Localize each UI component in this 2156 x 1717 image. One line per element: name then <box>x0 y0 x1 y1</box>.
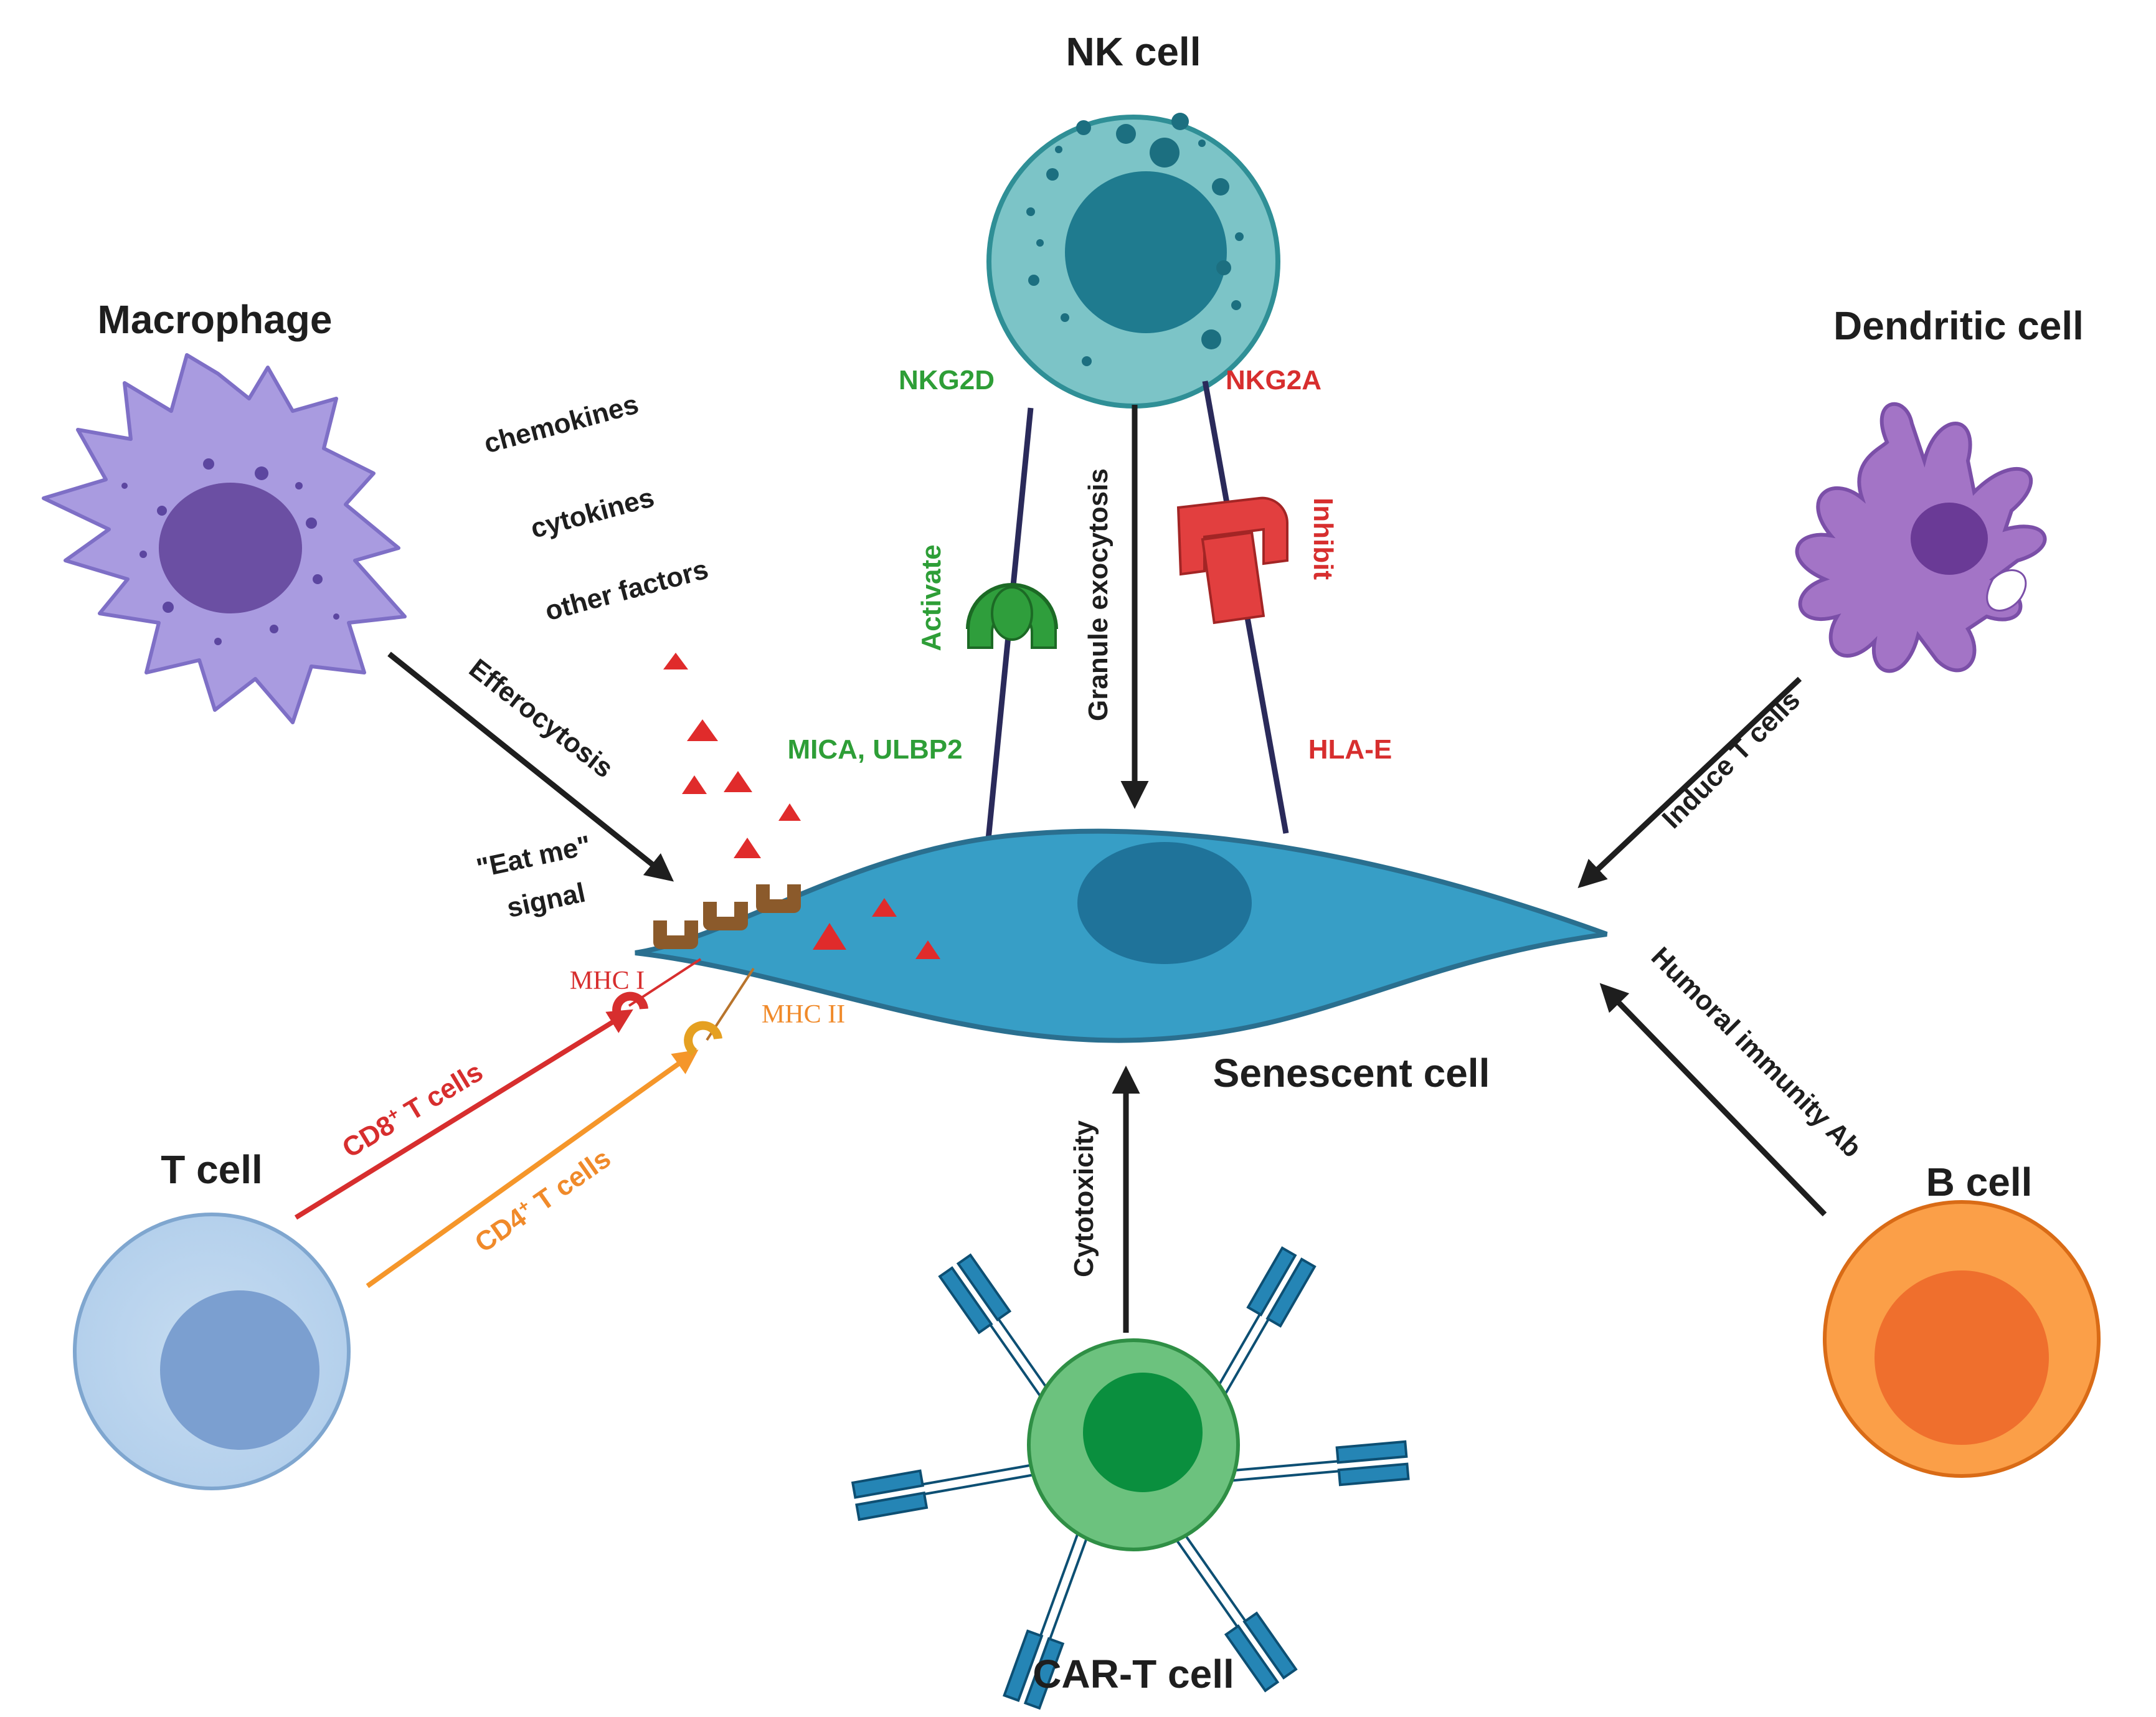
cd8-t-cells-arrow <box>294 1009 633 1220</box>
macrophage-label: Macrophage <box>98 297 333 342</box>
car-t-cell-label: CAR-T cell <box>1033 1652 1234 1696</box>
b-cell-icon <box>1823 1200 2101 1478</box>
mhc2-receptor-icon <box>684 1021 722 1056</box>
cytotoxicity-label: Cytotoxicity <box>1069 1120 1099 1277</box>
induce-t-cells-label: Induce T cells <box>1657 685 1806 835</box>
humoral-immunity-arrow <box>1599 983 1827 1217</box>
nkg2a-label: NKG2A <box>1226 365 1321 395</box>
efferocytosis-arrow <box>387 651 674 882</box>
nk-cell-label: NK cell <box>1066 29 1201 74</box>
mhc2-label: MHC II <box>762 1000 845 1029</box>
mhc1-label: MHC I <box>570 967 645 995</box>
activate-label: Activate <box>916 544 947 651</box>
senescent-cell-icon <box>635 828 1608 1043</box>
mica-ulbp2-label: MICA, ULBP2 <box>787 734 962 765</box>
granule-exocytosis-label: Granule exocytosis <box>1083 468 1113 721</box>
nkg2d-label: NKG2D <box>899 365 995 395</box>
efferocytosis-label: Efferocytosis <box>463 653 619 783</box>
b-cell-label: B cell <box>1926 1160 2033 1204</box>
hla-e-label: HLA-E <box>1308 734 1392 765</box>
cd4-t-cells-arrow <box>366 1049 699 1289</box>
nk-cell-icon <box>986 113 1280 409</box>
t-cell-icon <box>73 1213 351 1490</box>
humoral-immunity-label: Humoral immunity Ab <box>1645 941 1868 1163</box>
t-cell-label: T cell <box>161 1147 263 1192</box>
eat-me-label-line1: "Eat me" <box>474 830 593 884</box>
dendritic-cell-label: Dendritic cell <box>1833 303 2084 348</box>
mhc1-receptor-icon <box>612 991 648 1025</box>
sasp-factors <box>663 653 940 959</box>
senescent-cell-label: Senescent cell <box>1213 1051 1490 1095</box>
eat-me-receptor-icons <box>653 884 801 949</box>
nkg2a-receptor-icon <box>1176 496 1289 625</box>
induce-t-cells-arrow <box>1577 676 1802 889</box>
other-factors-label: other factors <box>542 554 711 627</box>
nkg2d-receptor-icon <box>966 583 1058 649</box>
eat-me-label-line2: signal <box>504 877 589 924</box>
inhibit-label: Inhibit <box>1308 498 1338 580</box>
cytokines-label: cytokines <box>527 482 658 544</box>
macrophage-icon <box>42 353 407 724</box>
dendritic-cell-icon <box>1795 402 2047 673</box>
car-t-cell-icon <box>851 1246 1410 1710</box>
chemokines-label: chemokines <box>481 389 641 459</box>
